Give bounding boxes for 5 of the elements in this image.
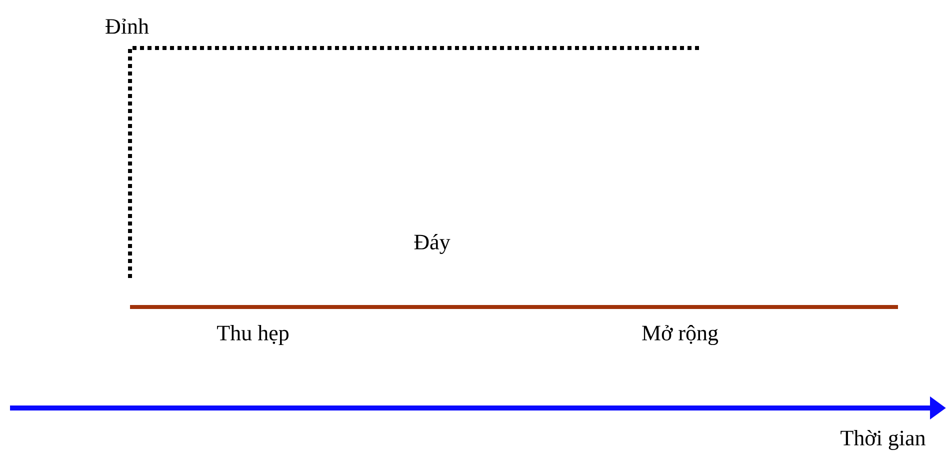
expansion-label: Mở rộng — [642, 324, 718, 346]
contraction-label: Thu hẹp — [217, 325, 289, 345]
peak-label: Đỉnh — [106, 18, 149, 34]
time-axis-label: Thời gian — [840, 430, 926, 450]
trough-label: Đáy — [414, 234, 450, 254]
